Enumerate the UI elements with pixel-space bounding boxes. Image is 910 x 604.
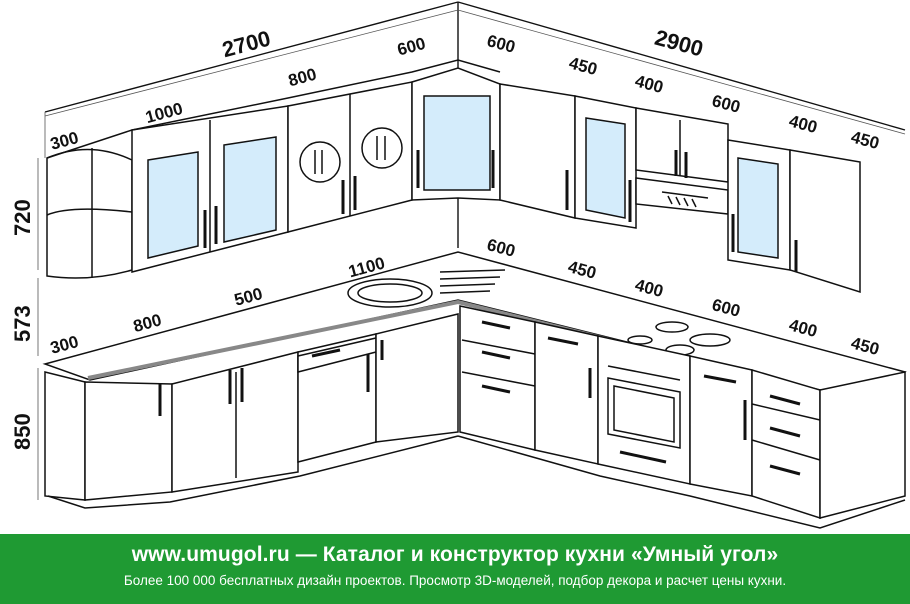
dim-lower-right-4: 600 bbox=[710, 295, 742, 321]
dim-lower-right-2: 450 bbox=[566, 257, 598, 283]
footer-banner: www.umugol.ru — Каталог и конструктор ку… bbox=[0, 534, 910, 604]
dim-height-lower: 850 bbox=[10, 413, 35, 450]
dim-height-upper: 720 bbox=[10, 199, 35, 236]
upper-cabinets-left bbox=[46, 59, 501, 279]
upper-cabinets-right bbox=[499, 83, 861, 294]
dim-lower-right-5: 400 bbox=[787, 315, 819, 341]
lower-cabinets-left bbox=[44, 313, 459, 509]
dim-upper-right-4: 600 bbox=[710, 91, 742, 117]
dim-upper-left-3: 800 bbox=[286, 65, 318, 91]
dimension-lines bbox=[37, 9, 906, 500]
dim-upper-total-left: 2700 bbox=[219, 26, 273, 63]
dim-lower-right-3: 400 bbox=[633, 275, 665, 301]
footer-title-link[interactable]: www.umugol.ru — Каталог и конструктор ку… bbox=[131, 543, 779, 566]
dim-upper-right-1: 600 bbox=[485, 31, 517, 57]
footer-subtitle: Более 100 000 бесплатных дизайн проектов… bbox=[123, 573, 787, 588]
kitchen-layout-drawing: 2700 2900 300 1000 800 600 600 450 400 6… bbox=[10, 1, 907, 529]
wall-left-top bbox=[44, 1, 459, 113]
dim-upper-left-4: 600 bbox=[395, 34, 427, 60]
dim-upper-total-right: 2900 bbox=[652, 25, 706, 62]
dim-lower-left-2: 800 bbox=[131, 310, 163, 336]
dim-lower-right-6: 450 bbox=[849, 333, 881, 359]
dim-upper-right-6: 450 bbox=[849, 127, 881, 153]
wall-right-top bbox=[457, 1, 906, 131]
dim-lower-left-1: 300 bbox=[48, 332, 80, 358]
dim-height-middle: 573 bbox=[10, 305, 35, 342]
dim-upper-right-5: 400 bbox=[787, 111, 819, 137]
dim-upper-right-3: 400 bbox=[633, 71, 665, 97]
dim-lower-right-1: 600 bbox=[485, 235, 517, 261]
lower-cabinets-right bbox=[457, 305, 906, 529]
dim-upper-right-2: 450 bbox=[567, 53, 599, 79]
